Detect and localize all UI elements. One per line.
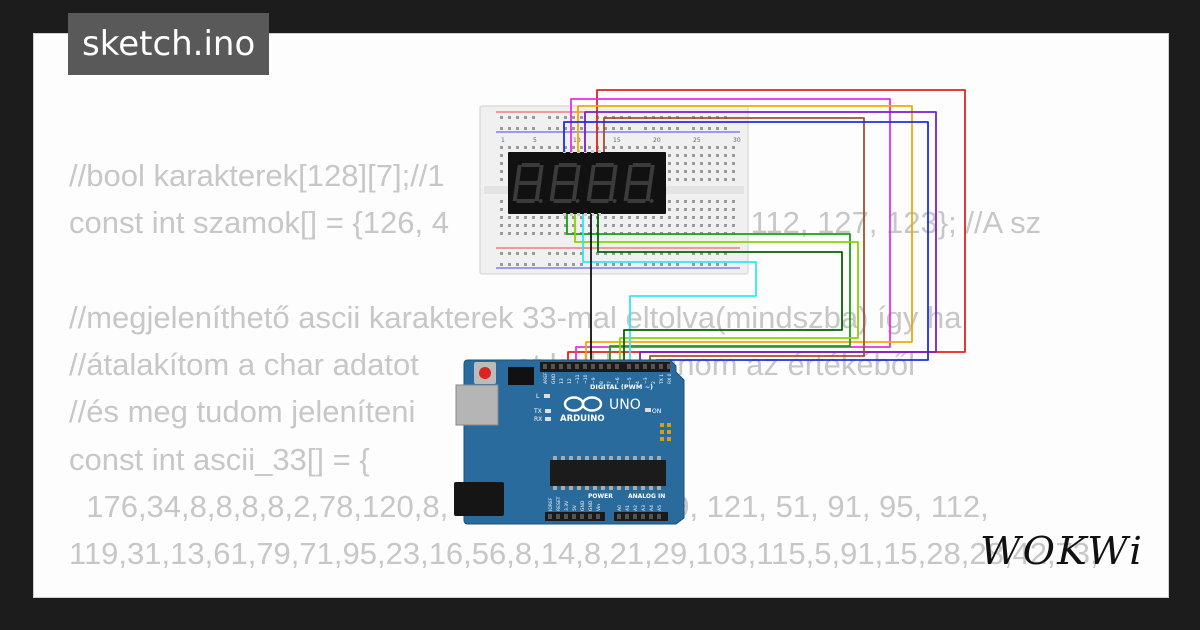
power-jack: [454, 482, 504, 516]
breadboard-column-number: 1: [501, 137, 505, 144]
power-label: POWER: [588, 493, 613, 500]
digital-header-label: DIGITAL (PWM ~): [590, 383, 653, 391]
digit: [549, 163, 581, 203]
usb-port: [455, 384, 499, 426]
code-line: 119,31,13,61,79,71,95,23,16,56,8,14,8,21…: [69, 536, 1099, 572]
digital-pin-label: ~9: [591, 377, 597, 384]
breadboard-column-number: 5: [533, 137, 537, 144]
wire-cyan: [582, 214, 757, 365]
breadboard-column-number: 30: [733, 137, 741, 144]
rx-label: RX: [534, 416, 542, 423]
wokwi-logo: WOKWi: [980, 529, 1144, 572]
digital-pin-label: 7: [607, 381, 613, 384]
digital-pin-label: ~6: [615, 377, 621, 384]
code-line: 176,34,8,8,8,8,2,78,120,8, 6, 48, 109, 1…: [86, 489, 989, 525]
arduino-infinity-icon: [563, 396, 603, 412]
wire-red: [567, 89, 966, 365]
analog-pin-label: A5: [657, 505, 663, 511]
wire-magenta: [570, 98, 891, 365]
wire-purple: [584, 111, 937, 365]
power-pin-label: Vin: [596, 504, 602, 511]
digital-pin-label: ~5: [627, 377, 633, 384]
analog-label: ANALOG IN: [628, 493, 665, 500]
breadboard-column-number: 15: [613, 137, 621, 144]
analog-pin-label: A2: [633, 505, 639, 511]
digital-pin-label: 4: [635, 381, 641, 384]
analog-pin-label: A4: [649, 505, 655, 511]
digital-pin-label: ~3: [643, 377, 649, 384]
analog-pin-label: A1: [625, 505, 631, 511]
arduino-brand: ARDUINO: [560, 414, 605, 424]
digital-pin-label: 13: [559, 378, 565, 384]
digital-pin-label: TX 1: [659, 374, 665, 385]
power-pin-label: 3.3V: [564, 500, 570, 511]
digital-pin-label: RX 0: [667, 373, 673, 384]
seven-segment-display: [508, 150, 666, 216]
l-led-label: L: [536, 393, 540, 400]
breadboard-column-number: 20: [653, 137, 661, 144]
breadboard-column-number: 25: [693, 137, 701, 144]
wire-orange: [577, 105, 913, 365]
wire-brown: [603, 117, 865, 365]
microcontroller-chip: [550, 460, 666, 486]
wire-green: [566, 214, 851, 365]
code-line: //megjeleníthető ascii karakterek 33-mal…: [69, 299, 962, 335]
breadboard-column-number: 10: [573, 137, 581, 144]
digital-pin-label: ~11: [575, 374, 581, 384]
wire-lime: [574, 214, 859, 365]
analog-pin-label: A0: [617, 505, 623, 511]
wokwi-logo-text: WOKWi: [980, 529, 1144, 572]
digit: [512, 163, 544, 203]
on-led-label: ON: [652, 408, 661, 415]
sketch-title: sketch.ino: [68, 13, 270, 75]
digital-pin-label: 2: [651, 381, 657, 384]
wires: [563, 89, 966, 365]
digit: [586, 163, 618, 203]
wire-darkgreen: [597, 214, 843, 365]
power-pin-label: IOREF: [548, 497, 554, 511]
tx-label: TX: [533, 408, 542, 415]
digital-pin-label: ~10: [583, 374, 589, 384]
analog-pin-label: A3: [641, 505, 647, 511]
power-pin-label: RESET: [556, 496, 562, 511]
digital-pin-label: GND: [551, 373, 557, 384]
digital-pin-label: 12: [567, 378, 573, 384]
power-pin-label: GND: [580, 500, 586, 511]
power-pin-label: GND: [588, 500, 594, 511]
power-pin-label: 5V: [572, 504, 578, 511]
code-line: const int ascii_33[] = {: [69, 441, 370, 477]
arduino-model: UNO: [609, 397, 641, 413]
digit: [623, 163, 655, 203]
digital-pin-label: AREF: [543, 372, 549, 384]
digital-pin-label: 8: [599, 381, 605, 384]
